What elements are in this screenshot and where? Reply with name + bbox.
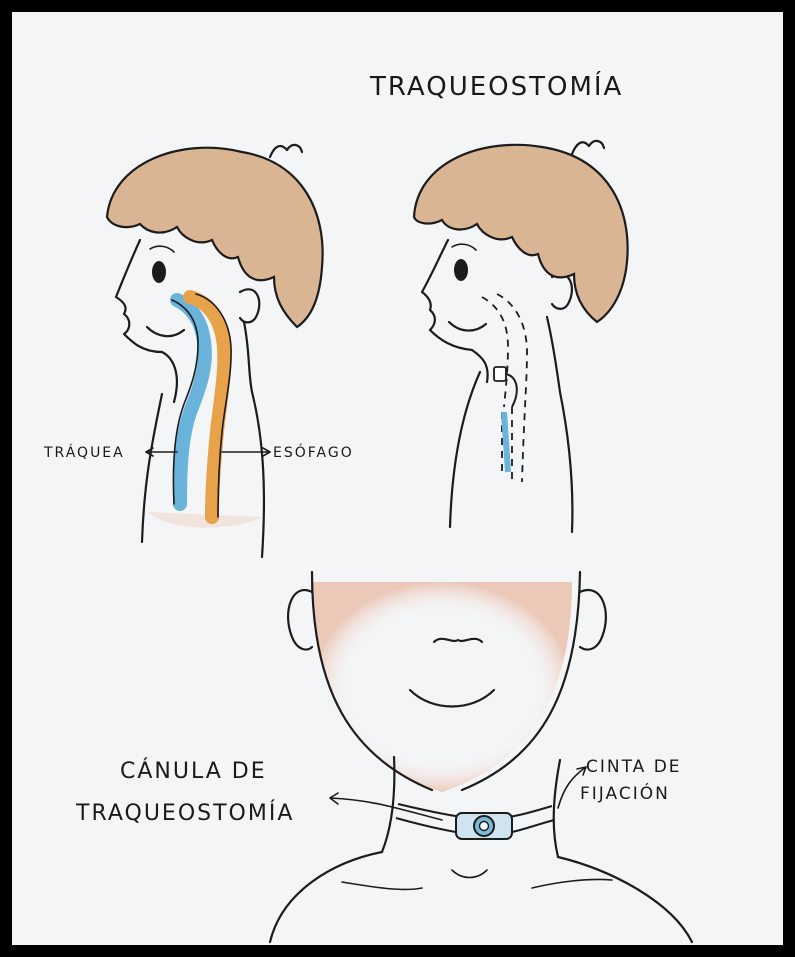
left-clavicle — [342, 882, 422, 889]
right-hair — [414, 145, 628, 322]
left-shoulder — [270, 852, 382, 942]
right-mouth — [449, 322, 486, 331]
neck-right-line — [554, 760, 560, 857]
right-neck-front-line — [450, 372, 480, 527]
left-eyebrow — [150, 246, 174, 252]
right-hair-tuft — [572, 141, 604, 154]
tracheostomy-illustration: TRAQUEOSTOMÍA — [12, 12, 783, 945]
right-cannula-tube — [506, 374, 517, 407]
right-shoulder — [558, 857, 692, 942]
esophagus-label: ESÓFAGO — [273, 443, 354, 461]
cannula-arrow — [330, 798, 442, 820]
tape-label-line2: FIJACIÓN — [580, 782, 670, 804]
right-eye — [454, 259, 468, 281]
left-ear — [240, 289, 259, 322]
right-face-outline — [422, 240, 488, 382]
left-neck-front-line — [142, 394, 162, 542]
left-face-outline — [116, 240, 177, 402]
right-clavicle — [532, 879, 612, 888]
face-left-ear — [288, 590, 312, 649]
left-eye — [152, 261, 166, 283]
cannula-opening — [480, 822, 489, 831]
cannula-label-line1: CÁNULA DE — [120, 758, 267, 784]
right-eyebrow — [452, 244, 476, 250]
tape-label-line1: CINTA DE — [586, 757, 682, 777]
left-skin-shade — [147, 512, 262, 528]
right-neck-back-line — [547, 317, 572, 532]
face-skin-shade — [312, 582, 572, 792]
sternal-notch — [452, 870, 487, 878]
left-head-profile — [107, 145, 323, 557]
right-head-profile — [414, 141, 628, 532]
right-trachea-color — [504, 412, 508, 472]
face-right-ear — [580, 590, 606, 649]
left-mouth — [147, 327, 184, 336]
title-text: TRAQUEOSTOMÍA — [369, 70, 623, 102]
trachea-label: TRÁQUEA — [43, 444, 125, 461]
left-hair-tuft — [270, 145, 302, 157]
right-cannula-flange — [494, 367, 506, 381]
cannula-label-line2: TRAQUEOSTOMÍA — [75, 800, 294, 826]
right-ear — [552, 274, 572, 308]
left-hair — [107, 148, 323, 327]
right-upper-trachea-dashed — [482, 297, 508, 407]
left-trachea-tube — [177, 300, 205, 504]
paper-sheet: TRAQUEOSTOMÍA — [12, 12, 783, 945]
